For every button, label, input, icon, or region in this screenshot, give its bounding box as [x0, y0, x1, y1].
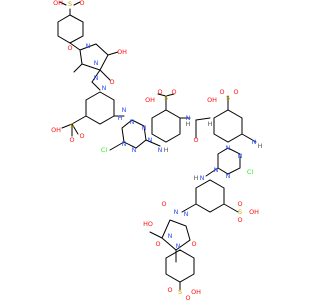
atom-label: N — [174, 208, 179, 216]
atom-label: N — [252, 138, 257, 146]
atom-label: O — [161, 200, 166, 208]
atom-labels: OH S O O O N OH O N OH S O O N N OH S O … — [51, 0, 263, 300]
atom-label: S — [68, 0, 72, 8]
atom-label: OH — [191, 288, 201, 296]
atom-label: H — [186, 120, 191, 128]
atom-label: O — [79, 0, 84, 7]
molecule-svg: OH S O O O N OH O N OH S O O N N OH S O … — [51, 0, 263, 300]
atom-label: N — [142, 124, 147, 132]
atom-label: O — [79, 132, 84, 140]
atom-label: S — [238, 208, 242, 216]
atom-label: N — [148, 136, 153, 144]
atom-label: OH — [249, 208, 259, 216]
atom-label: N — [168, 232, 173, 240]
atom-label: N — [226, 144, 231, 152]
atom-label: N — [94, 59, 99, 67]
atom-label: HO — [143, 220, 153, 228]
atom-label: N — [186, 114, 191, 122]
atom-label: Cl — [101, 146, 107, 154]
atom-label: O — [109, 78, 114, 86]
atom-label: O — [219, 88, 224, 96]
atom-label: N — [158, 146, 163, 154]
atom-label: OH — [53, 0, 63, 7]
atom-label: S — [164, 94, 168, 102]
atom-label: N — [226, 172, 231, 180]
atom-label: N — [200, 174, 205, 182]
atom-label: S — [178, 288, 182, 296]
atom-label: N — [132, 146, 137, 154]
atom-label: H — [164, 146, 169, 154]
atom-label: N — [122, 106, 127, 114]
atom-label: O — [237, 200, 242, 208]
atom-label: H — [258, 142, 263, 150]
atom-label: OH — [145, 96, 155, 104]
atom-label: O — [69, 136, 74, 144]
bonds — [57, 1, 257, 291]
atom-label: O — [237, 216, 242, 224]
atom-label: O — [157, 88, 162, 96]
atom-label: N — [238, 152, 243, 160]
atom-label: O — [155, 240, 160, 248]
molecule-structure-diagram: OH S O O O N OH O N OH S O O N N OH S O … — [51, 0, 263, 300]
atom-label: O — [185, 294, 190, 300]
atom-label: H — [208, 120, 213, 128]
atom-label: O — [67, 44, 72, 52]
atom-label: N — [184, 210, 189, 218]
atom-label: OH — [117, 48, 127, 56]
atom-label: O — [233, 88, 238, 96]
atom-label: O — [193, 136, 198, 144]
atom-label: OH — [207, 96, 217, 104]
atom-label: S — [70, 122, 74, 130]
atom-label: N — [176, 242, 181, 250]
atom-label: O — [191, 240, 196, 248]
atom-label: OH — [51, 126, 61, 134]
atom-label: N — [130, 118, 135, 126]
atom-label: N — [122, 140, 127, 148]
atom-label: N — [86, 42, 91, 50]
atom-label: S — [226, 94, 230, 102]
atom-label: H — [118, 114, 123, 122]
atom-label: O — [67, 0, 72, 2]
atom-label: N — [94, 74, 99, 82]
atom-label: O — [171, 88, 176, 96]
atom-label: N — [214, 166, 219, 174]
atom-label: O — [167, 286, 172, 294]
atom-label: N — [102, 84, 107, 92]
atom-label: H — [194, 174, 199, 182]
atom-label: Cl — [247, 168, 253, 176]
